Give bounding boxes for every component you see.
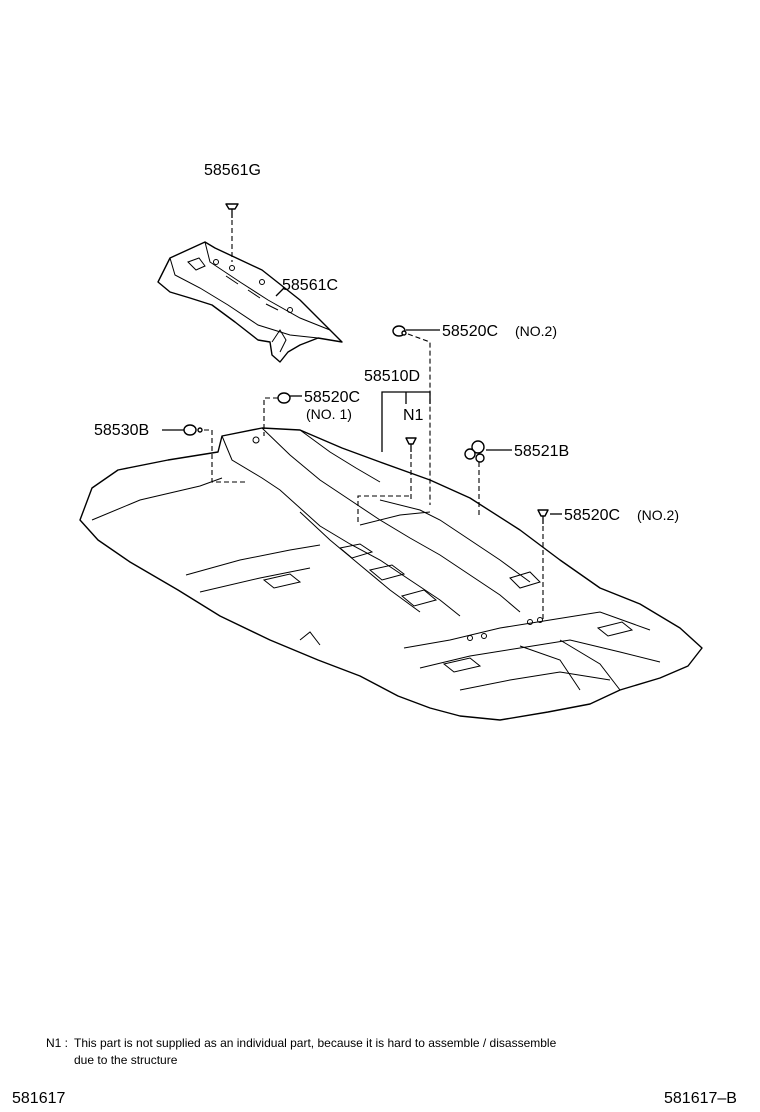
leader-58561c [275,287,285,297]
illustration-code-left: 581617 [12,1090,65,1107]
footnote-line-2: due to the structure [74,1053,178,1067]
label-58520c-no2-right: 58520C [564,507,620,524]
label-n1: N1 [403,407,424,424]
insulator-part-58561c [157,241,343,363]
label-58521b: 58521B [514,443,569,460]
footnote-marker: N1 : [46,1036,68,1050]
label-58520c-no1: 58520C [304,389,360,406]
clip-58520c-no1-icon [277,392,291,404]
illustration-code-right: 581617–B [664,1090,737,1107]
label-58510d: 58510D [364,368,420,385]
footnote-line-1: This part is not supplied as an individu… [74,1036,557,1050]
clip-58520c-no2-right-icon [537,509,549,524]
clip-58561g-icon [225,203,239,218]
label-58530b: 58530B [94,422,149,439]
floor-carpet-58510d [79,427,703,721]
clip-n1-icon [405,437,417,452]
label-58520c-no2-top-note: (NO.2) [515,323,557,339]
leader-lines [162,329,562,622]
label-58520c-no1-note: (NO. 1) [306,406,352,422]
label-58561g: 58561G [204,162,261,179]
clip-58530b-icon [183,424,203,436]
label-58520c-no2-right-note: (NO.2) [637,507,679,523]
clip-58521b-icon [464,440,485,463]
label-58561c: 58561C [282,277,338,294]
clip-58520c-no2-top-icon [392,325,407,337]
label-58520c-no2-top: 58520C [442,323,498,340]
